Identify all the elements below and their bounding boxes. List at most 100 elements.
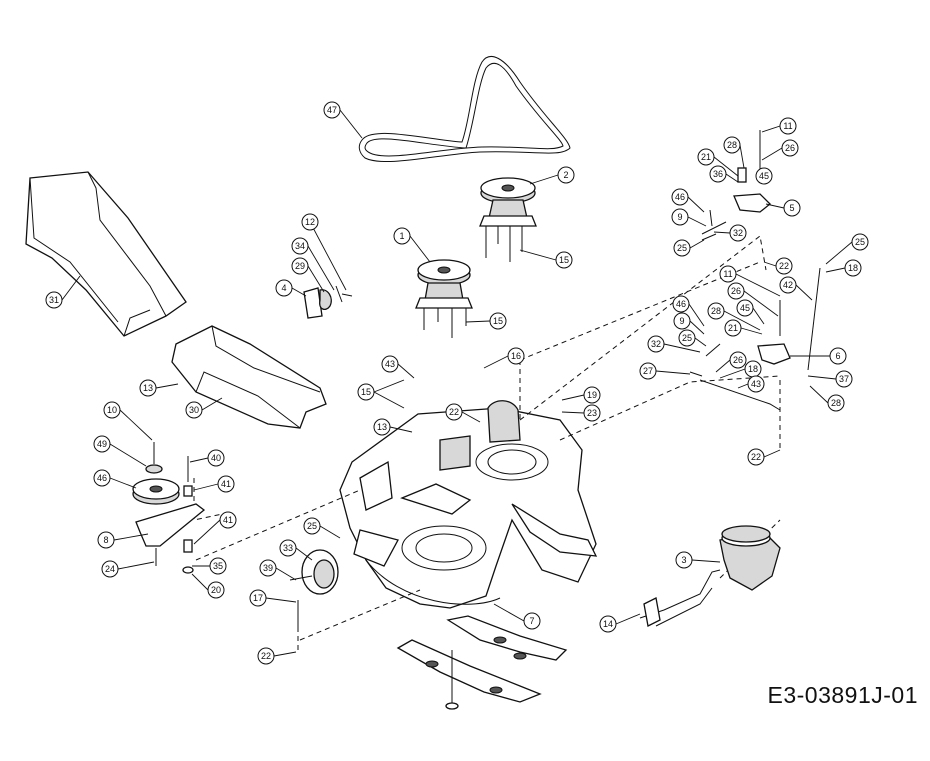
callout-7-label: 7 xyxy=(529,616,534,626)
callout-45-b-label: 45 xyxy=(740,303,750,313)
callout-29: 29 xyxy=(291,257,325,293)
callout-8-label: 8 xyxy=(103,535,108,545)
callout-29-label: 29 xyxy=(295,261,305,271)
callout-26-a: 26 xyxy=(761,139,799,161)
lever-6-assembly xyxy=(689,267,821,411)
idler-pulley-assembly xyxy=(132,442,206,574)
callout-22-d-label: 22 xyxy=(751,452,761,462)
callout-24-a: 24 xyxy=(101,560,155,578)
callout-5: 5 xyxy=(765,199,801,217)
callout-41-a-label: 41 xyxy=(221,479,231,489)
callout-24-a-label: 24 xyxy=(105,564,115,574)
callout-20: 20 xyxy=(191,573,225,599)
callout-13-b-label: 13 xyxy=(377,422,387,432)
callout-21-a: 21 xyxy=(697,148,739,177)
callout-46-b: 46 xyxy=(671,188,705,213)
callout-26-a-label: 26 xyxy=(785,143,795,153)
callout-21-a-label: 21 xyxy=(701,152,711,162)
callout-5-label: 5 xyxy=(789,203,794,213)
callout-31-label: 31 xyxy=(49,295,59,305)
callout-31: 31 xyxy=(45,275,81,309)
discharge-chute xyxy=(25,171,187,337)
callout-30: 30 xyxy=(185,397,223,419)
callout-1: 1 xyxy=(393,227,431,263)
callout-32-b-label: 32 xyxy=(651,339,661,349)
callout-49: 49 xyxy=(93,435,147,467)
callout-42-label: 42 xyxy=(783,280,793,290)
callout-13-b: 13 xyxy=(373,418,413,436)
spindle-pulley-2 xyxy=(479,177,537,262)
callout-2: 2 xyxy=(529,166,575,185)
callout-22-b: 22 xyxy=(257,647,297,665)
callout-13-a-label: 13 xyxy=(143,383,153,393)
callout-36-label: 36 xyxy=(713,169,723,179)
callout-28-b-label: 28 xyxy=(711,306,721,316)
callout-46-c: 46 xyxy=(672,295,705,327)
callout-9-b-label: 9 xyxy=(679,316,684,326)
callout-45-a-label: 45 xyxy=(759,171,769,181)
callout-34-label: 34 xyxy=(295,241,305,251)
callout-49-label: 49 xyxy=(97,439,107,449)
callout-15-b-label: 15 xyxy=(493,316,503,326)
mower-blades xyxy=(396,615,568,710)
callout-8: 8 xyxy=(97,531,149,549)
callout-24-b: 25 xyxy=(303,517,341,539)
callout-24-b-label: 25 xyxy=(307,521,317,531)
callout-9-a: 9 xyxy=(671,208,707,227)
gauge-wheel xyxy=(289,549,339,632)
callout-28-b: 28 xyxy=(707,302,761,331)
callout-41-b-label: 41 xyxy=(223,515,233,525)
callout-11-b-label: 11 xyxy=(723,269,732,279)
callout-21-b: 21 xyxy=(724,319,763,337)
callout-35-label: 35 xyxy=(213,561,223,571)
spindle-pulley-1 xyxy=(415,259,473,338)
callout-25-b-label: 25 xyxy=(855,237,865,247)
callout-33: 33 xyxy=(279,539,313,561)
drawing-code: E3-03891J-01 xyxy=(767,682,918,708)
callout-30-label: 30 xyxy=(189,405,199,415)
callout-37-label: 37 xyxy=(839,374,849,384)
callout-15-c-label: 15 xyxy=(361,387,371,397)
callout-28-c-label: 28 xyxy=(831,398,841,408)
callout-15-c: 15 xyxy=(357,379,405,409)
callout-26-b-label: 26 xyxy=(731,286,741,296)
callout-40-label: 40 xyxy=(211,453,221,463)
callout-4-label: 4 xyxy=(281,283,286,293)
callout-43-label: 43 xyxy=(751,379,761,389)
callout-16-a: 16 xyxy=(483,347,525,369)
callout-44: 43 xyxy=(381,355,415,379)
callout-18-a-label: 18 xyxy=(848,263,858,273)
callout-14-label: 14 xyxy=(603,619,613,629)
callout-25-d-label: 26 xyxy=(733,355,743,365)
callout-25-c: 25 xyxy=(678,329,707,347)
callout-25-d: 26 xyxy=(715,351,747,373)
callout-23-label: 23 xyxy=(587,408,597,418)
callout-25-a-label: 25 xyxy=(677,243,687,253)
callout-28-c: 28 xyxy=(809,385,845,412)
callout-32-a-label: 32 xyxy=(733,228,743,238)
callout-37: 37 xyxy=(807,370,853,388)
callout-34: 34 xyxy=(291,237,335,291)
callout-39: 39 xyxy=(259,559,297,581)
callout-15-a-label: 15 xyxy=(559,255,569,265)
callout-16-a-label: 16 xyxy=(511,351,521,361)
callout-9-a-label: 9 xyxy=(677,212,682,222)
lever-5-assembly xyxy=(701,130,771,241)
callout-12: 12 xyxy=(301,213,347,291)
callout-10-label: 10 xyxy=(107,405,117,415)
callout-46-b-label: 46 xyxy=(675,192,685,202)
callout-6-label: 6 xyxy=(835,351,840,361)
callout-18-b-label: 18 xyxy=(748,364,758,374)
callout-42: 42 xyxy=(779,276,813,301)
callout-21-b-label: 21 xyxy=(728,323,738,333)
callout-44-label: 43 xyxy=(385,359,395,369)
engagement-linkage xyxy=(639,525,781,627)
callout-22-b-label: 22 xyxy=(261,651,271,661)
callout-17-label: 17 xyxy=(253,593,263,603)
callout-2-label: 2 xyxy=(563,170,568,180)
callout-36: 36 xyxy=(709,165,739,183)
callout-41-a: 41 xyxy=(193,475,235,493)
callout-22-c: 22 xyxy=(763,257,793,275)
callout-10: 10 xyxy=(103,401,153,441)
callout-25-c-label: 25 xyxy=(682,333,692,343)
